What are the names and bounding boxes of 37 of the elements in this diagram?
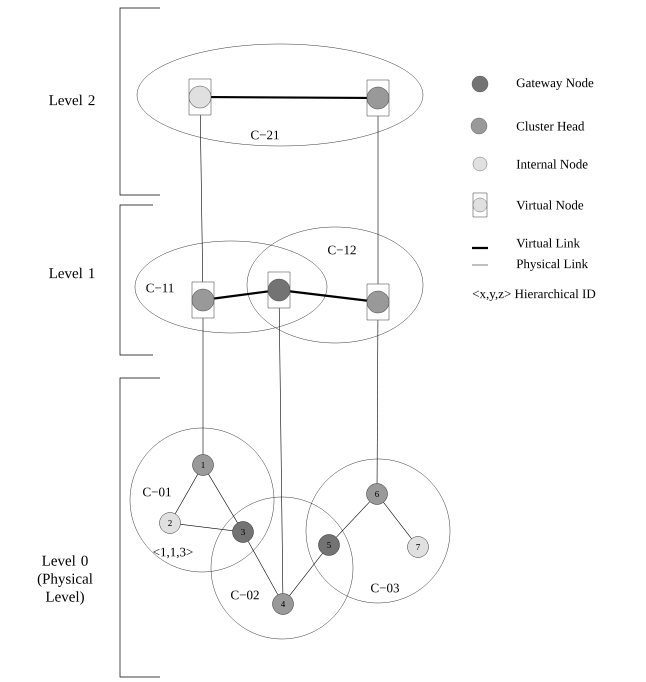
level-label: Level 2 bbox=[49, 94, 94, 106]
virtual-link bbox=[214, 290, 268, 300]
network-node: 5 bbox=[318, 534, 340, 556]
virtual-node bbox=[366, 284, 390, 320]
legend-entry: Physical Link bbox=[472, 259, 588, 271]
legend-entry: Cluster Head bbox=[470, 118, 584, 134]
virtual-link bbox=[290, 290, 367, 302]
virtual-node bbox=[188, 78, 212, 116]
level-label: Level 0 (Physical Level) bbox=[38, 555, 93, 605]
network-node: 2 bbox=[159, 512, 181, 534]
network-node: 1 bbox=[192, 454, 214, 476]
network-node: 7 bbox=[407, 536, 429, 558]
physical-link bbox=[336, 502, 370, 538]
legend-entry: <x,y,z> Hierarchical ID bbox=[472, 289, 596, 301]
virtual-node bbox=[268, 272, 290, 308]
physical-link bbox=[174, 474, 198, 514]
physical-link bbox=[278, 308, 284, 594]
legend-entry: Virtual Link bbox=[472, 238, 580, 250]
network-node: 4 bbox=[272, 593, 294, 615]
physical-link bbox=[208, 474, 238, 524]
network-node: 6 bbox=[366, 483, 388, 505]
virtual-node bbox=[366, 80, 390, 116]
legend-entry: Virtual Node bbox=[472, 192, 584, 218]
physical-link bbox=[376, 320, 378, 484]
legend-entry: Internal Node bbox=[472, 156, 588, 172]
virtual-link bbox=[211, 96, 367, 100]
hierarchical-id: <1,1,3> bbox=[153, 548, 193, 558]
physical-link bbox=[289, 553, 323, 596]
physical-link bbox=[200, 114, 204, 282]
level-label: Level 1 bbox=[49, 268, 94, 278]
legend-entry: Gateway Node bbox=[472, 76, 594, 92]
virtual-node bbox=[192, 282, 214, 318]
physical-link bbox=[202, 318, 204, 455]
physical-link bbox=[383, 502, 412, 539]
network-node: 3 bbox=[232, 521, 254, 543]
physical-link bbox=[180, 524, 233, 531]
physical-link bbox=[248, 541, 278, 595]
